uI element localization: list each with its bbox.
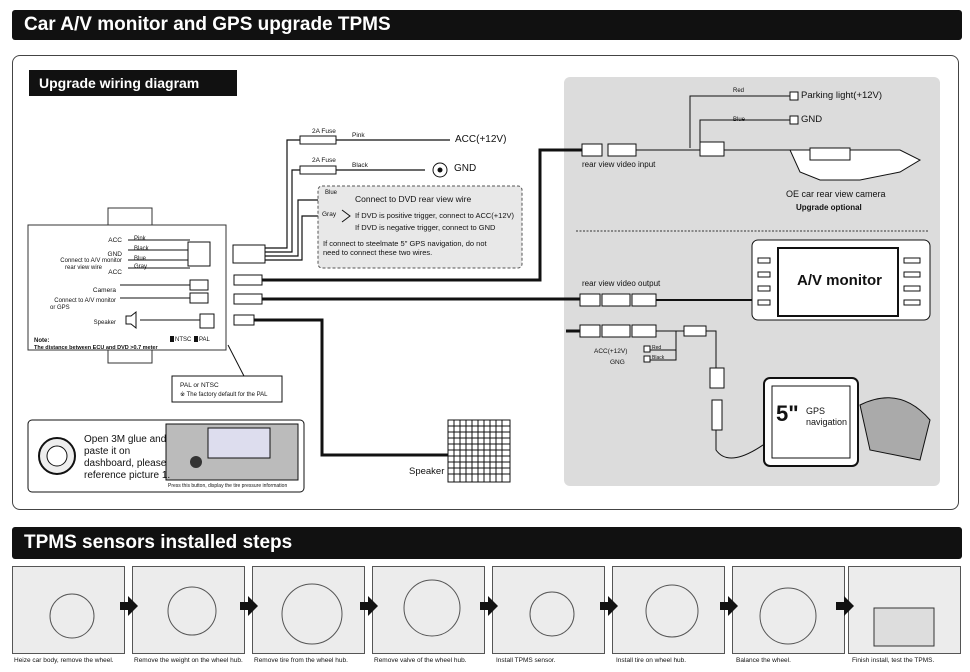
pal-box-line2: ※ The factory default for the PAL [180, 392, 268, 398]
callout-line2: If DVD is positive trigger, connect to A… [355, 211, 515, 220]
wiring-title: Upgrade wiring diagram [29, 70, 237, 96]
step-arrow-icon [600, 596, 618, 616]
wiring-panel [12, 55, 959, 510]
rear-view-output-label: rear view video output [582, 279, 661, 288]
steps-strip: Heize car body, remove the wheel. Remove… [12, 566, 962, 672]
ecu-av-monitor: Connect to A/V monitor [60, 258, 122, 264]
step-arrow-icon [120, 596, 138, 616]
monitor-black-label: Black [652, 355, 665, 361]
step-3-photo [252, 566, 365, 654]
ecu-wire-gray: Gray [134, 264, 148, 270]
wiring-diagram [27, 91, 931, 493]
monitor-name-label: A/V monitor [797, 272, 882, 289]
step-7-caption: Balance the wheel. [736, 657, 791, 664]
speaker-grille-icon [447, 419, 511, 483]
step-arrow-icon [836, 596, 854, 616]
ecu-speaker: Speaker [93, 320, 116, 326]
ecu-or-gps: or GPS [50, 305, 70, 311]
ecu-wire-black: Black [134, 246, 149, 252]
step-arrows [49, 579, 935, 647]
ecu-rear-view: rear view wire [64, 265, 102, 271]
step-8-caption: Finish install, test the TPMS. [852, 657, 935, 664]
camera-blue-label: Blue [733, 117, 746, 123]
step-2-photo [132, 566, 245, 654]
ecu-wire-blue: Blue [134, 256, 147, 262]
monitor-red-label: Red [652, 345, 662, 351]
step-1-caption: Heize car body, remove the wheel. [14, 657, 114, 664]
ecu-acc2: ACC [108, 269, 122, 276]
ecu-wire-pink: Pink [134, 236, 146, 242]
callout-line3: If DVD is negative trigger, connect to G… [355, 223, 496, 232]
fuse2-label: 2A Fuse [312, 157, 336, 164]
step-5-caption: Install TPMS sensor. [496, 657, 556, 664]
ecu-av-gps: Connect to A/V monitor [54, 298, 116, 304]
step-2-caption: Remove the weight on the wheel hub. [134, 657, 243, 664]
ntsc-label: NTSC [175, 337, 192, 343]
ecu-acc: ACC [108, 237, 122, 244]
glue-line2: paste it on [84, 446, 131, 457]
glue-line1: Open 3M glue and [84, 434, 167, 445]
step-4-caption: Remove valve of the wheel hub. [374, 657, 467, 664]
glue-caption: Press this button, display the tire pres… [168, 483, 288, 489]
step-3-caption: Remove tire from the wheel hub. [254, 657, 348, 664]
navigation-label: navigation [806, 417, 848, 427]
note-text: The distance between ECU and DVD >0.7 me… [34, 345, 158, 351]
callout-line4: If connect to steelmate 5" GPS navigatio… [323, 239, 487, 248]
rear-view-input-label: rear view video input [582, 160, 656, 169]
black-wire-label: Black [352, 162, 368, 169]
ecu-gnd: GND [107, 251, 122, 258]
callout-line5: need to connect these two wires. [323, 248, 433, 257]
step-7-photo [732, 566, 845, 654]
monitor-icon [751, 239, 931, 321]
note-label: Note: [34, 338, 50, 344]
step-arrow-icon [720, 596, 738, 616]
step-arrow-icon [240, 596, 258, 616]
gps-navigation-icon [763, 377, 931, 467]
gps-label: GPS [806, 406, 826, 416]
callout-blue: Blue [325, 190, 338, 196]
speaker-icon [125, 310, 137, 330]
upgrade-optional-label: Upgrade optional [796, 203, 862, 212]
gnd-label: GND [454, 163, 477, 174]
step-arrow-icon [480, 596, 498, 616]
acc-label: ACC(+12V) [455, 134, 507, 145]
page-title: Car A/V monitor and GPS upgrade TPMS [12, 10, 962, 40]
step-5-photo [492, 566, 605, 654]
callout-gray: Gray [322, 211, 337, 218]
glue-line3: dashboard, please [84, 458, 167, 469]
speaker-label: Speaker [409, 466, 445, 477]
step-arrow-icon [360, 596, 378, 616]
monitor-acc-label: ACC(+12V) [594, 348, 628, 355]
pal-box-line1: PAL or NTSC [180, 382, 219, 389]
step-6-photo [612, 566, 725, 654]
step-6-caption: Install tire on wheel hub. [616, 657, 687, 664]
camera-gnd-label: GND [801, 114, 823, 125]
callout-line1: Connect to DVD rear view wire [355, 194, 472, 204]
steps-title: TPMS sensors installed steps [12, 527, 962, 559]
camera-name-label: OE car rear view camera [786, 189, 886, 199]
parking-light-label: Parking light(+12V) [801, 90, 883, 101]
pink-wire-label: Pink [352, 132, 365, 139]
pal-label: PAL [199, 337, 210, 343]
ecu-camera: Camera [92, 287, 116, 294]
monitor-gng-label: GNG [610, 359, 625, 366]
glue-line4: reference picture 1. [84, 470, 171, 481]
gps-size-label: 5" [776, 401, 799, 426]
camera-red-label: Red [733, 88, 745, 94]
fuse1-label: 2A Fuse [312, 128, 336, 135]
